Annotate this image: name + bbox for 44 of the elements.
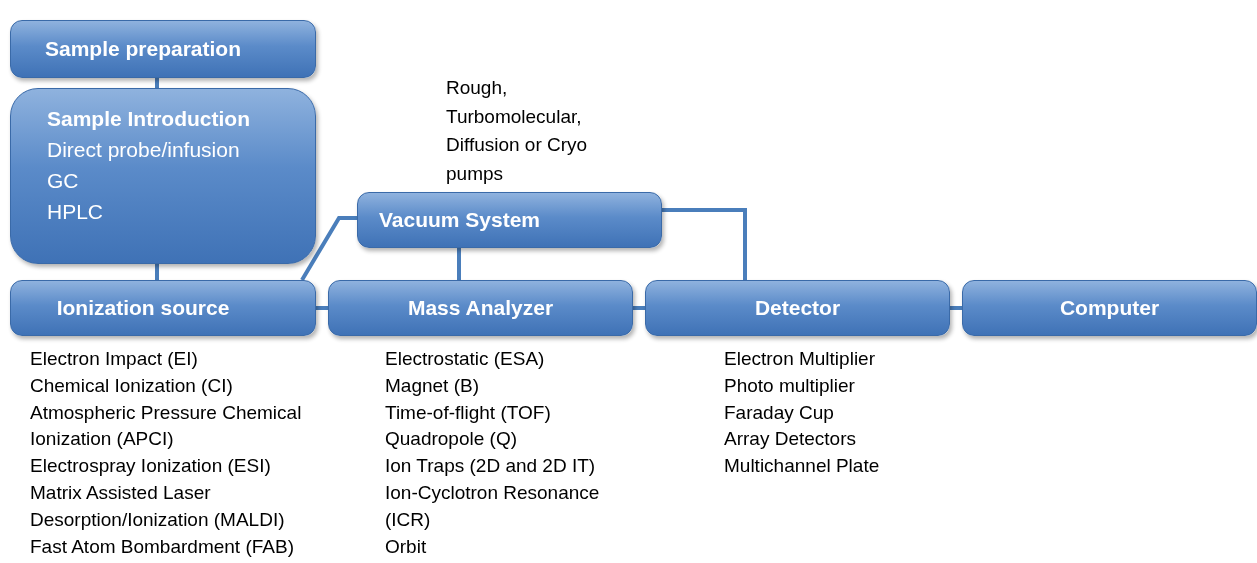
process-box xyxy=(645,280,950,336)
list-item: Multichannel Plate xyxy=(724,454,881,479)
list-item: Array Detectors xyxy=(724,427,857,452)
process-box xyxy=(328,280,633,336)
list-item: HPLC xyxy=(47,199,105,225)
list-item: Time-of-flight (TOF) xyxy=(385,400,552,425)
box-title: Vacuum System xyxy=(378,208,541,232)
connector-line xyxy=(662,208,747,280)
connector-line xyxy=(457,248,461,280)
list-item: Ion Traps (2D and 2D IT) xyxy=(385,454,597,479)
connector-line xyxy=(633,306,645,310)
connector-line xyxy=(316,306,328,310)
list-item: Matrix Assisted Laser Desorption/Ionization (MALDI) xyxy=(30,481,286,532)
box-title: Computer xyxy=(1059,296,1160,320)
connector-line xyxy=(300,216,357,282)
note-text: Rough, Turbomolecular, Diffusion or Cryo pumps xyxy=(446,76,589,186)
process-box xyxy=(962,280,1257,336)
list-item: Fast Atom Bombardment (FAB) xyxy=(30,534,295,559)
connector-line xyxy=(155,78,159,88)
list-item: Quadropole (Q) xyxy=(385,427,518,452)
box-title: Sample Introduction xyxy=(47,106,251,132)
list-item: Ion-Cyclotron Resonance (ICR) xyxy=(385,481,601,532)
box-title: Mass Analyzer xyxy=(407,296,554,320)
list-item: Orbit xyxy=(385,534,428,559)
list-item: Electron Impact (EI) xyxy=(30,347,199,371)
process-box xyxy=(10,20,316,78)
list-item: GC xyxy=(47,168,80,194)
list-item: Electrospray Ionization (ESI) xyxy=(30,454,272,479)
process-box xyxy=(10,88,316,264)
list-item: Faraday Cup xyxy=(724,400,835,425)
list-item: Magnet (B) xyxy=(385,373,480,398)
box-title: Detector xyxy=(754,296,841,320)
process-box xyxy=(10,280,316,336)
list-item: Direct probe/infusion xyxy=(47,137,241,163)
list-item: Photo multiplier xyxy=(724,373,856,398)
box-title: Sample preparation xyxy=(44,37,242,61)
list-item: Electron Multiplier xyxy=(724,347,876,371)
process-box xyxy=(357,192,662,248)
list-item: Atmospheric Pressure Chemical Ionization (APCI) xyxy=(30,400,303,452)
list-item: Chemical Ionization (CI) xyxy=(30,373,234,398)
connector-line xyxy=(950,306,962,310)
connector-line xyxy=(155,264,159,280)
list-item: Electrostatic (ESA) xyxy=(385,347,546,371)
box-title: Ionization source xyxy=(56,296,230,320)
